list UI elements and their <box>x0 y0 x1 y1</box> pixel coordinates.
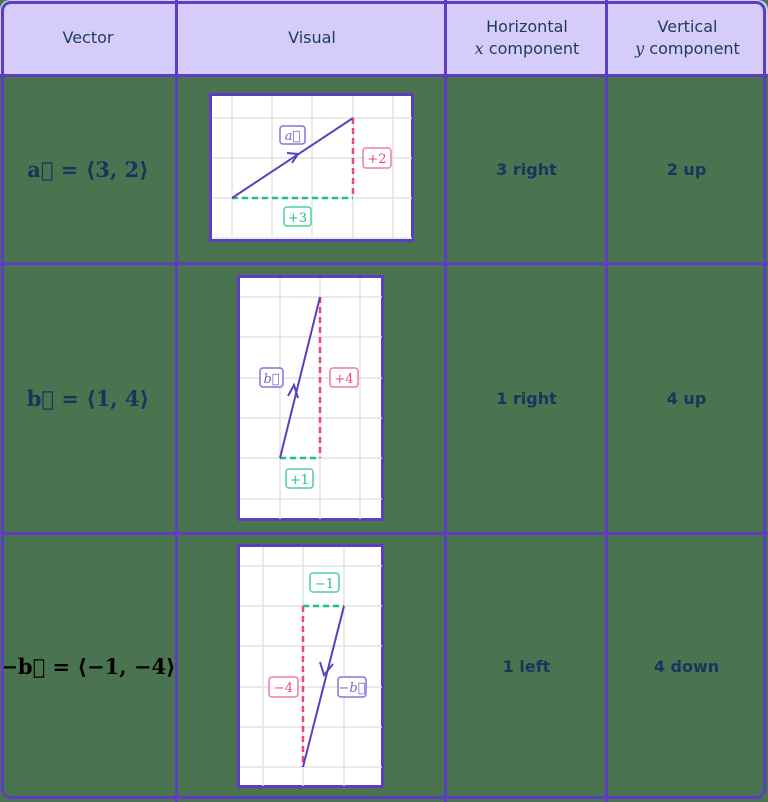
vector-a-arrow <box>231 117 354 199</box>
header-horizontal: Horizontal x component <box>448 0 606 76</box>
header-visual: Visual <box>179 0 445 76</box>
component-word: component <box>483 39 580 58</box>
horizontal-component-value: 1 left <box>502 657 551 676</box>
negative-vector-b-visual: −1 −4 −b⃗ <box>237 544 385 793</box>
horizontal-label: −1 <box>315 577 334 592</box>
table-row-2-vector: b⃗ = ⟨1, 4⟩ <box>0 265 176 532</box>
horizontal-component-value: 3 right <box>496 160 557 179</box>
header-vertical-line2: y component <box>635 38 740 60</box>
y-variable: y <box>635 39 645 58</box>
vector-b-visual: b⃗ +4 +1 <box>237 275 385 526</box>
header-horizontal-line1: Horizontal <box>486 17 568 36</box>
header-vertical: Vertical y component <box>609 0 766 76</box>
negative-vector-b-arrow <box>302 605 345 768</box>
horizontal-component-value: 1 right <box>496 389 557 408</box>
vector-a-visual: a⃗ +2 +3 <box>209 93 415 247</box>
header-visual-label: Visual <box>288 28 336 47</box>
table-header: Vector Visual Horizontal x component Ver… <box>0 0 768 76</box>
horizontal-label: +1 <box>290 473 309 488</box>
table-row-3-horizontal: 1 left <box>448 535 605 798</box>
table-row-3-vertical: 4 down <box>608 535 765 798</box>
arrowhead-icon <box>287 382 299 399</box>
header-vector: Vector <box>0 0 176 76</box>
vertical-component-value: 4 down <box>653 657 720 676</box>
vector-a-label: a⃗ <box>285 129 301 144</box>
table-row-1-vector: a⃗ = ⟨3, 2⟩ <box>0 77 176 262</box>
row-divider-1 <box>0 262 768 265</box>
vector-b-arrow <box>279 296 321 459</box>
column-divider-3 <box>605 0 608 802</box>
table-row-2-vertical: 4 up <box>608 265 765 532</box>
header-vertical-line1: Vertical <box>657 17 718 36</box>
vector-a-grid-diagram: a⃗ +2 +3 <box>209 93 414 242</box>
vertical-component-value: 2 up <box>666 160 707 179</box>
vertical-label: +2 <box>367 152 386 167</box>
column-divider-2 <box>444 0 447 802</box>
table-row-1-horizontal: 3 right <box>448 77 605 262</box>
table-row-2-horizontal: 1 right <box>448 265 605 532</box>
component-word: component <box>644 39 740 58</box>
horizontal-label: +3 <box>288 211 307 226</box>
vector-b-definition: b⃗ = ⟨1, 4⟩ <box>26 386 150 411</box>
negative-vector-b-grid-diagram: −1 −4 −b⃗ <box>237 544 384 788</box>
table-row-3-vector: −b⃗ = ⟨−1, −4⟩ <box>0 535 176 798</box>
column-divider-1 <box>175 0 178 802</box>
vertical-label: −4 <box>274 681 293 696</box>
vertical-label: +4 <box>334 372 353 387</box>
vertical-component-value: 4 up <box>666 389 707 408</box>
x-variable: x <box>474 39 484 58</box>
arrowhead-icon <box>286 152 300 164</box>
vector-b-label: b⃗ <box>263 372 279 387</box>
row-divider-2 <box>0 532 768 535</box>
negative-vector-b-label: −b⃗ <box>338 681 365 696</box>
vector-a-definition: a⃗ = ⟨3, 2⟩ <box>27 157 149 182</box>
header-horizontal-line2: x component <box>475 38 580 60</box>
header-divider <box>0 74 768 77</box>
arrowhead-icon <box>319 661 334 678</box>
negative-vector-b-definition: −b⃗ = ⟨−1, −4⟩ <box>0 654 176 679</box>
vector-b-grid-diagram: b⃗ +4 +1 <box>237 275 384 521</box>
header-vector-label: Vector <box>62 28 114 47</box>
table-row-1-vertical: 2 up <box>608 77 765 262</box>
